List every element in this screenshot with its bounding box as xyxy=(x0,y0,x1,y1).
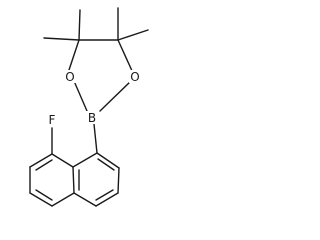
bond-c3-c4 xyxy=(95,192,119,207)
bond-c2-c3 xyxy=(117,167,120,194)
bond-c8a-c8 xyxy=(51,153,74,168)
oxygen-label-left: O xyxy=(65,70,74,84)
double-bond-c1-c2-inner xyxy=(97,158,115,171)
boron-aryl-bond xyxy=(93,123,98,154)
atom-labels: O O B F xyxy=(46,70,141,127)
boron-label: B xyxy=(88,111,96,125)
bond-c8a-c1 xyxy=(72,152,98,168)
bond-c1-methyl-a xyxy=(78,9,81,41)
bond-c8-c7 xyxy=(29,153,53,168)
methyl-bonds xyxy=(43,7,149,41)
fluorine-label: F xyxy=(49,113,56,127)
bond-c6-c5 xyxy=(29,192,53,207)
bond-c4-c4a xyxy=(73,192,97,207)
bond-c5-c4a xyxy=(51,192,75,207)
bond-o1-b xyxy=(73,80,88,112)
double-bond-c6-c5-inner xyxy=(35,189,53,201)
bond-b-o2 xyxy=(99,80,132,112)
bond-c4a-c8a xyxy=(72,166,75,194)
chemical-structure-diagram: O O B F xyxy=(29,7,149,207)
bond-c2-methyl-b xyxy=(117,29,149,41)
bond-b-c1-naphthyl xyxy=(93,123,98,154)
bond-c1-c2 xyxy=(96,152,120,169)
bond-c2-o2 xyxy=(117,39,134,74)
naphthalene-left-ring-bonds xyxy=(29,153,75,207)
double-bond-c3-c4-inner xyxy=(95,189,114,201)
oxygen-label-right: O xyxy=(130,70,139,84)
naphthalene-right-ring-bonds xyxy=(72,152,120,207)
bond-o1-c1 xyxy=(67,39,80,74)
double-bond-c8-c7-inner xyxy=(35,159,53,171)
bond-c1-methyl-b xyxy=(43,37,80,41)
dioxaborolane-ring-bonds xyxy=(67,39,134,112)
